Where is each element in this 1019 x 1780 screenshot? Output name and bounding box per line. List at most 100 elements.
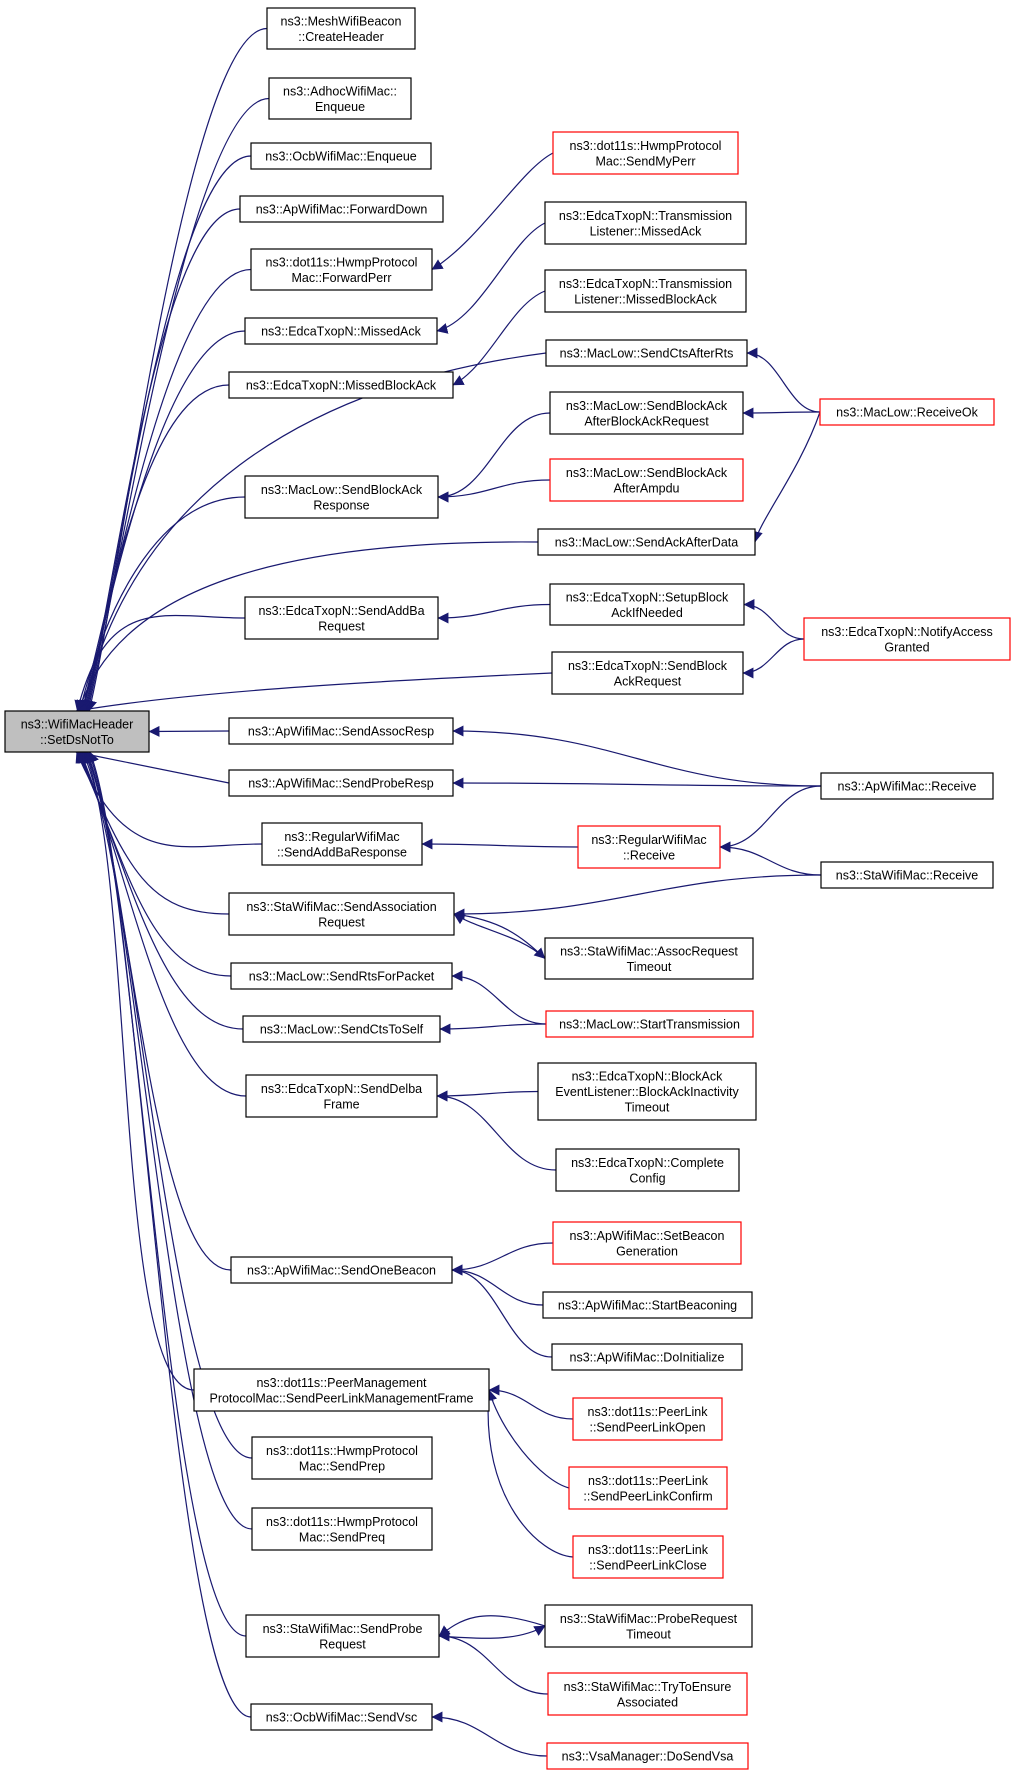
node-m12[interactable]: ns3::MacLow::StartTransmission — [545, 1010, 754, 1038]
edge-m3-to-c7 — [452, 290, 546, 386]
node-label-line: EventListener::BlockAckInactivity — [555, 1085, 739, 1099]
node-box — [547, 1672, 748, 1716]
node-label-line: Response — [313, 498, 369, 512]
edge-m7-to-root — [76, 541, 539, 712]
node-m3[interactable]: ns3::EdcaTxopN::TransmissionListener::Mi… — [544, 269, 747, 313]
node-label-line: ns3::MacLow::SendBlockAck — [566, 466, 728, 480]
node-m13[interactable]: ns3::EdcaTxopN::BlockAckEventListener::B… — [537, 1062, 757, 1121]
node-box — [555, 1148, 740, 1192]
node-c11[interactable]: ns3::ApWifiMac::SendProbeResp — [228, 769, 454, 797]
node-label-line: ns3::ApWifiMac::SendAssocResp — [248, 725, 434, 739]
node-label-line: ::SendAddBaResponse — [277, 845, 407, 859]
node-box — [819, 398, 995, 426]
node-c18[interactable]: ns3::dot11s::PeerManagementProtocolMac::… — [193, 1368, 490, 1412]
node-m2[interactable]: ns3::EdcaTxopN::TransmissionListener::Mi… — [544, 201, 747, 245]
node-m4[interactable]: ns3::MacLow::SendCtsAfterRts — [545, 339, 748, 367]
node-m7[interactable]: ns3::MacLow::SendAckAfterData — [537, 528, 756, 556]
node-label-line: Granted — [884, 640, 929, 654]
edge-c21-to-root — [87, 751, 247, 1637]
node-m16[interactable]: ns3::ApWifiMac::StartBeaconing — [542, 1291, 753, 1319]
node-m20[interactable]: ns3::dot11s::PeerLink::SendPeerLinkClose — [572, 1535, 724, 1579]
edge-c8-to-root — [76, 496, 246, 712]
node-c6[interactable]: ns3::EdcaTxopN::MissedAck — [244, 317, 438, 345]
edge-m8-to-c9 — [437, 603, 551, 624]
node-label-line: ProtocolMac::SendPeerLinkManagementFrame — [209, 1391, 473, 1405]
node-m18[interactable]: ns3::dot11s::PeerLink::SendPeerLinkOpen — [572, 1397, 723, 1441]
node-r1[interactable]: ns3::MacLow::ReceiveOk — [819, 398, 995, 426]
node-r4[interactable]: ns3::StaWifiMac::Receive — [820, 861, 994, 889]
edge-c21-to-m21 — [438, 1625, 546, 1639]
node-label-line: ns3::ApWifiMac::ForwardDown — [256, 203, 428, 217]
edge-r2-to-m9 — [742, 638, 805, 679]
root-node[interactable]: ns3::WifiMacHeader::SetDsNotTo — [4, 710, 150, 753]
node-label-line: ns3::ApWifiMac::SetBeacon — [570, 1229, 725, 1243]
node-m5[interactable]: ns3::MacLow::SendBlockAckAfterBlockAckRe… — [549, 391, 744, 435]
node-c12[interactable]: ns3::RegularWifiMac::SendAddBaResponse — [261, 822, 423, 866]
node-m17[interactable]: ns3::ApWifiMac::DoInitialize — [551, 1343, 743, 1371]
edge-c17-to-root — [82, 751, 232, 1271]
node-c5[interactable]: ns3::dot11s::HwmpProtocolMac::ForwardPer… — [250, 248, 433, 291]
edge-c13-to-m11 — [453, 913, 546, 959]
node-box — [542, 1291, 753, 1319]
node-box — [803, 617, 1011, 661]
node-c17[interactable]: ns3::ApWifiMac::SendOneBeacon — [230, 1256, 453, 1284]
node-c2[interactable]: ns3::AdhocWifiMac::Enqueue — [268, 77, 412, 120]
node-m19[interactable]: ns3::dot11s::PeerLink::SendPeerLinkConfi… — [568, 1466, 728, 1510]
node-box — [230, 1256, 453, 1284]
node-box — [239, 195, 444, 223]
node-box — [245, 1614, 440, 1658]
node-label-line: ns3::OcbWifiMac::Enqueue — [265, 150, 417, 164]
node-label-line: Listener::MissedAck — [590, 224, 703, 238]
node-c22[interactable]: ns3::OcbWifiMac::SendVsc — [250, 1703, 433, 1731]
edge-m5-to-c8 — [437, 412, 551, 503]
node-c14[interactable]: ns3::MacLow::SendRtsForPacket — [230, 962, 453, 990]
node-label-line: Mac::SendPrep — [299, 1459, 385, 1473]
node-label-line: Request — [319, 1637, 366, 1651]
edge-r3-to-c11 — [452, 777, 822, 789]
edge-r4-to-m10 — [719, 841, 822, 876]
node-label-line: ::SendPeerLinkClose — [589, 1558, 706, 1572]
edge-c2-to-root — [84, 97, 270, 712]
edge-r4-to-c13 — [453, 874, 822, 920]
node-c7[interactable]: ns3::EdcaTxopN::MissedBlockAck — [228, 371, 454, 399]
node-label-line: ns3::ApWifiMac::StartBeaconing — [558, 1299, 737, 1313]
edge-r1-to-m5 — [742, 407, 821, 419]
edge-c3-to-root — [83, 155, 252, 712]
node-c4[interactable]: ns3::ApWifiMac::ForwardDown — [239, 195, 444, 223]
node-r3[interactable]: ns3::ApWifiMac::Receive — [820, 772, 994, 800]
edge-c1-to-root — [86, 27, 268, 712]
node-box — [537, 528, 756, 556]
node-label-line: ns3::MacLow::SendAckAfterData — [555, 536, 738, 550]
node-label-line: ns3::MacLow::SendCtsAfterRts — [560, 347, 734, 361]
node-label-line: ns3::dot11s::PeerLink — [588, 1405, 709, 1419]
node-c1[interactable]: ns3::MeshWifiBeacon::CreateHeader — [266, 7, 416, 50]
node-box — [820, 772, 994, 800]
node-c15[interactable]: ns3::MacLow::SendCtsToSelf — [242, 1015, 441, 1043]
node-m10[interactable]: ns3::RegularWifiMac::Receive — [577, 825, 721, 869]
node-m23[interactable]: ns3::VsaManager::DoSendVsa — [546, 1742, 749, 1770]
node-label-line: ::SendPeerLinkConfirm — [583, 1489, 712, 1503]
node-label-line: ns3::ApWifiMac::Receive — [838, 780, 977, 794]
node-label-line: ns3::dot11s::HwmpProtocol — [266, 1444, 418, 1458]
node-label-line: Frame — [323, 1097, 359, 1111]
node-label-line: Timeout — [626, 1627, 671, 1641]
node-c3[interactable]: ns3::OcbWifiMac::Enqueue — [250, 142, 432, 170]
node-c10[interactable]: ns3::ApWifiMac::SendAssocResp — [228, 717, 454, 745]
